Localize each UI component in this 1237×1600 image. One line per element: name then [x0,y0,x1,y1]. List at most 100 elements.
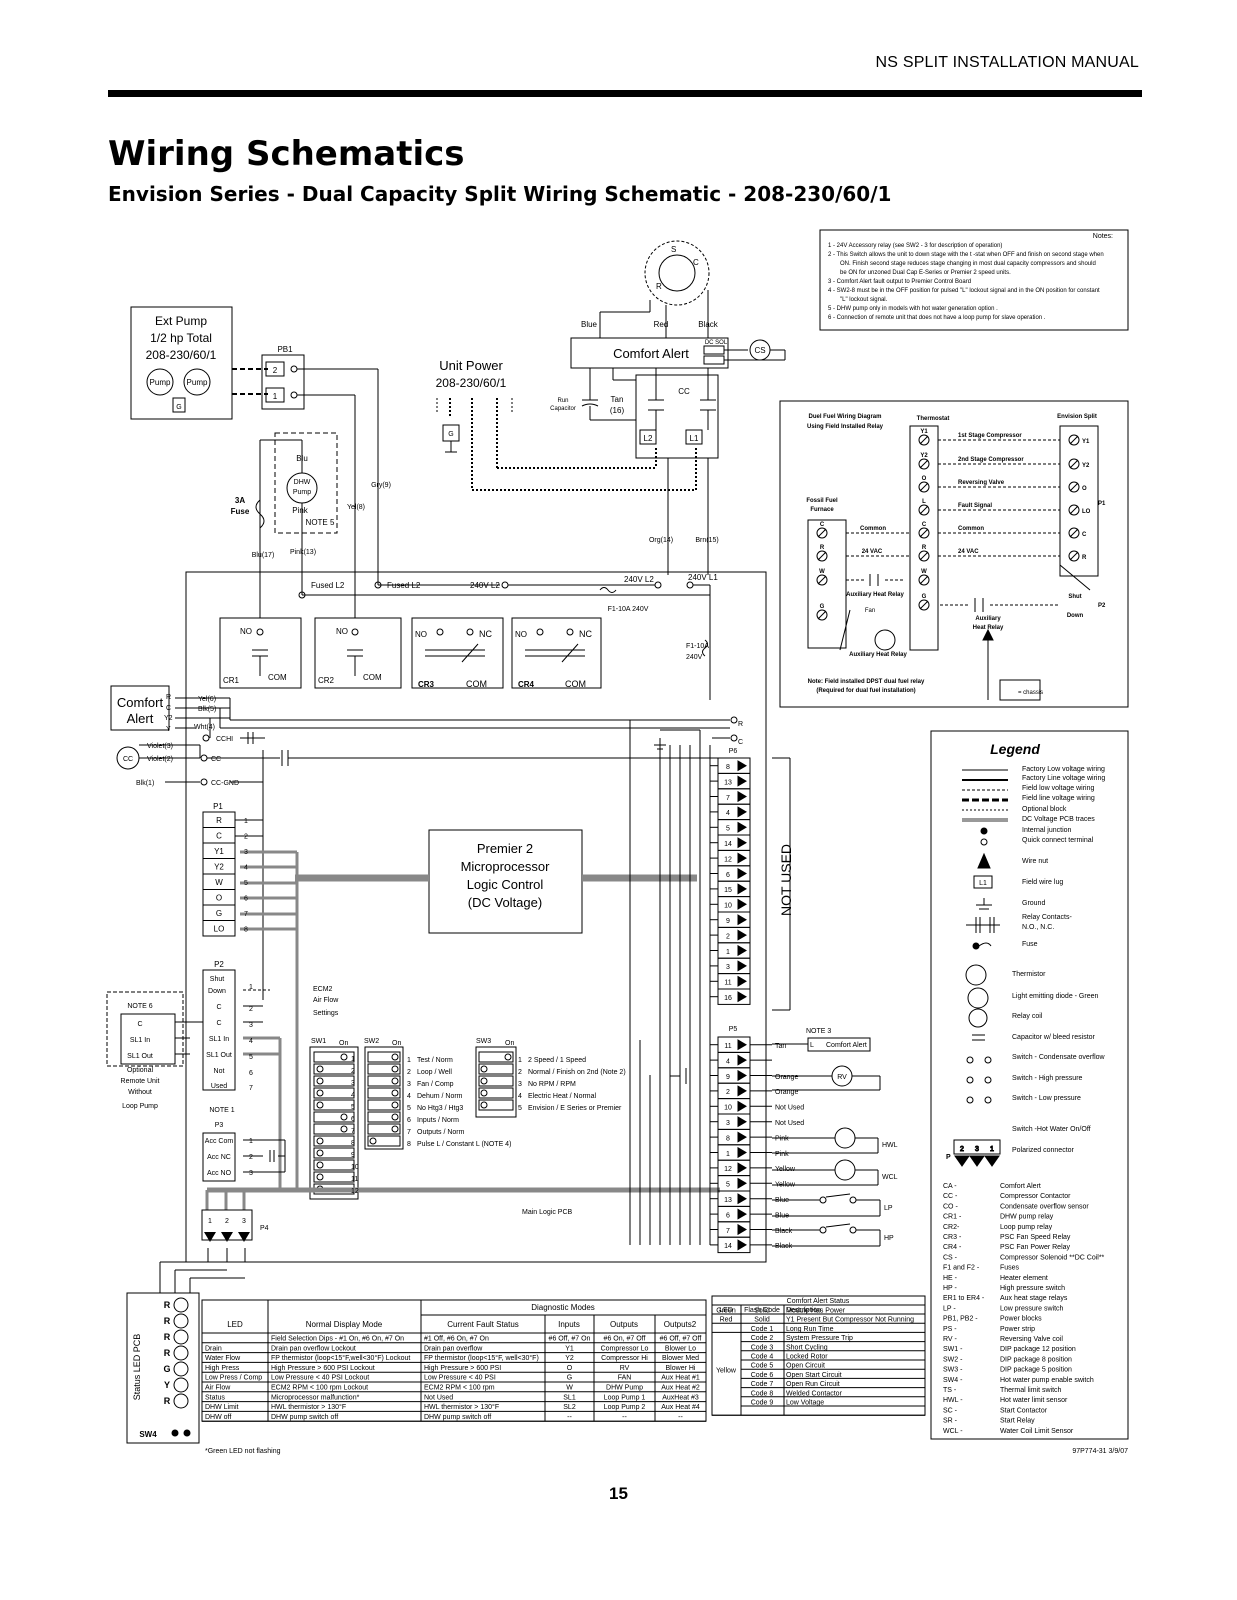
p2-row-label: Used [211,1083,227,1090]
p5-wire-label: Black [775,1243,793,1250]
cchi-label: CCHI [216,736,233,743]
sw2-cell[interactable] [367,1135,401,1147]
dual-fuel-box [779,400,1129,708]
sw3-number: 4 [518,1093,522,1100]
sw1-cell[interactable] [313,1087,355,1099]
p5-wire-label: Not Used [775,1105,804,1112]
legend-item-label: Optional block [1022,806,1067,813]
unit-power-ground-label: G [448,431,453,438]
sw3-number: 5 [518,1105,522,1112]
sw3-cell[interactable] [478,1099,514,1111]
sw1-cell[interactable] [313,1147,355,1159]
dhw-pump-optional-block [274,432,338,534]
240v-l2-label: 240V L2 [470,581,500,590]
p5-ca-label: Comfort Alert [826,1042,867,1049]
fuse-label: Fuse [231,507,250,516]
p1-pin-number: 7 [244,911,248,918]
cr2-label: CR2 [318,676,335,685]
fuse-3a-icon [255,499,265,529]
sw1-cell[interactable] [313,1051,355,1063]
cr3-relay [411,617,504,689]
sw3-cell[interactable] [478,1051,514,1063]
sw2-cell[interactable] [367,1075,401,1087]
status-pcb-label: Status LED PCB [132,1334,142,1401]
sw1-cell[interactable] [313,1135,355,1147]
diag-table-cell: Blower Med [662,1355,699,1362]
wire-blue-label: Blue [581,320,598,329]
diag-table-cell: DHW Pump [606,1385,643,1392]
cr1-relay [219,617,302,689]
p5-pin-number: 5 [726,1182,730,1189]
p3-note: NOTE 1 [209,1107,234,1114]
sw3-cell[interactable] [478,1063,514,1075]
sw1-cell[interactable] [313,1171,355,1183]
diag-table-cell: DHW Limit [205,1404,238,1411]
ext-pump-box [130,306,233,420]
df-note-1: Note: Field installed DPST dual fuel rel… [808,679,925,685]
diag-table-cell: ECM2 RPM < 100 rpm [424,1385,495,1392]
legend-abbr-value: Aux heat stage relays [1000,1295,1068,1302]
p3-row-label: Acc Com [205,1138,234,1145]
sw1-cell[interactable] [313,1111,355,1123]
sw1-cell[interactable] [313,1123,355,1135]
thermostat-terminal [918,527,930,539]
status-led-letter: R [164,1316,171,1326]
sw1-cell[interactable] [313,1063,355,1075]
sw2-cell[interactable] [367,1123,401,1135]
diag-table-cell: AuxHeat #3 [662,1394,699,1401]
sw2-cell[interactable] [367,1087,401,1099]
p4-pin-number: 1 [208,1218,212,1225]
envision-terminal-label: C [1082,532,1087,538]
legend-item-label: Factory Low voltage wiring [1022,766,1105,773]
sw1-number: 6 [351,1116,355,1123]
p5-pin-number: 3 [726,1120,730,1127]
diag-table-cell: Blower Hi [666,1365,696,1372]
legend-abbr-key: CR4 - [943,1244,962,1251]
p5-pin-number: 4 [726,1058,730,1065]
diag-table-cell: Loop Pump 2 [604,1404,646,1411]
org14-label: Org(14) [649,537,673,544]
premier-label-3: Logic Control [467,877,544,892]
p6-pin-number: 1 [726,949,730,956]
thermostat-terminal [918,504,930,516]
sw2-cell[interactable] [367,1051,401,1063]
sw1-cell[interactable] [313,1099,355,1111]
p5-pin-number: 8 [726,1135,730,1142]
sw1-cell[interactable] [313,1075,355,1087]
ca-table-code: Solid [754,1317,770,1324]
sw3-cell[interactable] [478,1087,514,1099]
ca-c: C [166,705,171,712]
df-note-2: (Required for dual fuel installation) [816,688,915,694]
legend-abbr-value: Compressor Solenoid **DC Coil** [1000,1254,1105,1261]
p5-wire-label: Yellow [775,1166,796,1173]
p2-row-label: Not [214,1068,225,1075]
legend-abbr-key: CR2- [943,1224,960,1231]
sw2-number: 6 [407,1117,411,1124]
legend-item-label: Light emitting diode - Green [1012,993,1098,1000]
sw2-cell[interactable] [367,1063,401,1075]
note-line: ON. Finish second stage reduces stage ch… [840,261,1096,267]
sw1-cell[interactable] [313,1159,355,1171]
ca-table-code: Code 4 [751,1354,774,1361]
legend-abbr-key: CA - [943,1183,957,1190]
ext-pump-label-2: 1/2 hp Total [150,331,212,345]
legend-led-icon [967,987,989,1009]
diag-table-cell: ECM2 RPM < 100 rpm Lockout [271,1385,368,1392]
ca-status-title: Comfort Alert Status [787,1298,850,1305]
pb1-term-1: 1 [273,392,278,401]
p1-row [202,920,236,937]
diag-table-cell: Microprocessor malfunction* [271,1394,360,1401]
p5-wire-label: Black [775,1228,793,1235]
p1-row-label: O [216,894,222,903]
envision-terminal [1068,481,1080,493]
legend-abbr-value: DIP package 8 position [1000,1356,1072,1363]
sw3-cell[interactable] [478,1075,514,1087]
sw2-cell[interactable] [367,1099,401,1111]
furnace-terminal [816,527,828,539]
sw2-cell[interactable] [367,1111,401,1123]
status-led [173,1313,189,1329]
comfort-alert-label-1: Comfort [117,695,164,710]
p1-row-label: Y1 [214,847,224,856]
chassis-legend-box [999,679,1041,701]
wcl-label: WCL [882,1174,898,1181]
